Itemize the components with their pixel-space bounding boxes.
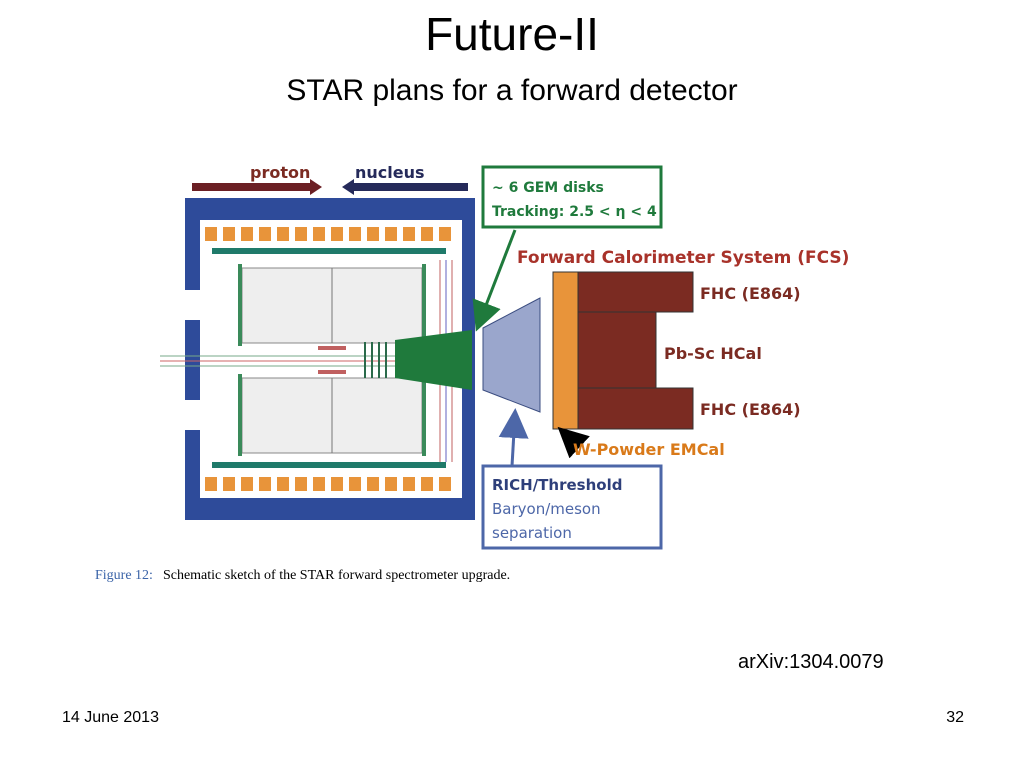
emcal-label: W-Powder EMCal — [573, 440, 725, 459]
top-orange-blocks — [205, 227, 451, 241]
baryon-meson-text: Baryon/meson — [492, 500, 601, 518]
separation-text: separation — [492, 524, 572, 542]
gem-tracker-shape — [395, 330, 472, 390]
slide-subtitle: STAR plans for a forward detector — [286, 74, 738, 107]
nucleus-label: nucleus — [355, 163, 425, 182]
arxiv-reference: arXiv:1304.0079 — [738, 651, 884, 673]
page-number: 32 — [946, 709, 964, 726]
hcal-blocks — [577, 271, 694, 430]
figure-caption-text: Schematic sketch of the STAR forward spe… — [162, 568, 511, 583]
proton-label: proton — [250, 163, 310, 182]
star-forward-detector-diagram: proton nucleus — [160, 163, 849, 550]
emcal-block — [552, 271, 579, 430]
gem-pointer-arrow — [472, 229, 517, 332]
figure-caption-label: Figure 12: — [95, 568, 153, 583]
tpc-upper — [238, 264, 426, 346]
gem-disks-text: ~ 6 GEM disks — [492, 180, 604, 196]
fhc-bottom-label: FHC (E864) — [700, 400, 801, 419]
slide-title: Future-II — [425, 8, 599, 60]
figure-caption: Figure 12: Schematic sketch of the STAR f… — [95, 567, 510, 585]
pb-sc-hcal-label: Pb-Sc HCal — [664, 344, 762, 363]
rich-detector-shape — [482, 297, 541, 413]
emcal-pointer-arrow — [557, 426, 590, 459]
gem-tracking-text: Tracking: 2.5 < η < 4 — [492, 204, 657, 220]
bottom-orange-blocks — [205, 477, 451, 491]
tpc-lower — [238, 374, 426, 456]
proton-beam-arrow — [192, 179, 322, 195]
slide-date: 14 June 2013 — [62, 709, 159, 726]
fcs-label: Forward Calorimeter System (FCS) — [517, 248, 849, 268]
nucleus-beam-arrow — [342, 179, 468, 195]
gem-label-box: ~ 6 GEM disks Tracking: 2.5 < η < 4 — [481, 165, 663, 229]
rich-threshold-text: RICH/Threshold — [492, 476, 622, 494]
fhc-top-label: FHC (E864) — [700, 284, 801, 303]
rich-pointer-arrow — [498, 408, 529, 467]
rich-label-box: RICH/Threshold Baryon/meson separation — [481, 464, 663, 550]
